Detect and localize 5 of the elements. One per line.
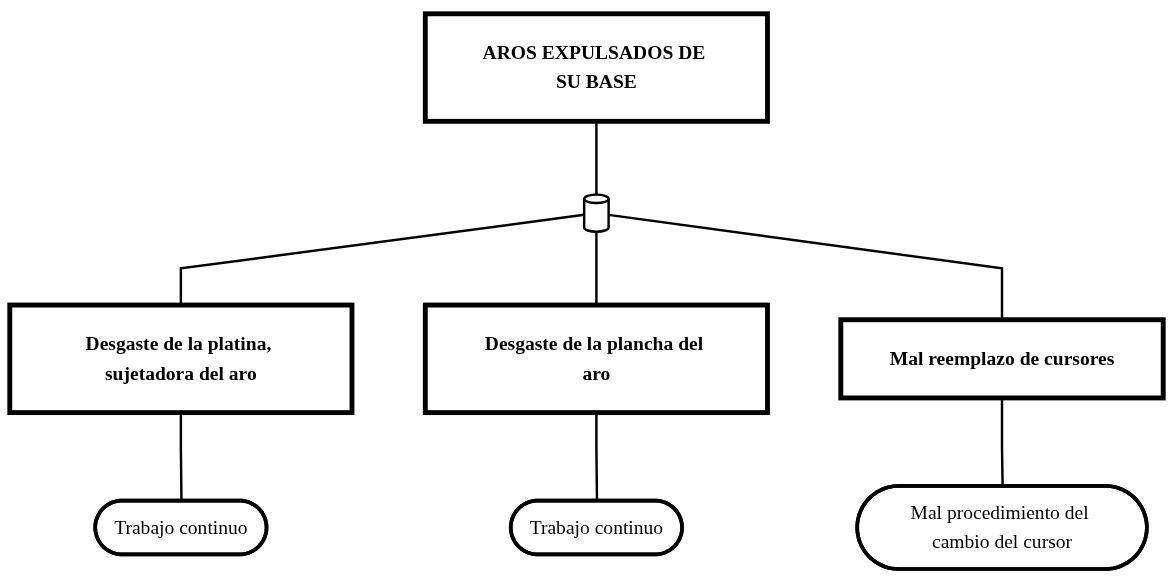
node-box: Desgaste de la plancha del aro (422, 302, 770, 415)
node-box: Desgaste de la platina, sujetadora del aro (7, 302, 355, 415)
node-box: AROS EXPULSADOS DE SU BASE (422, 10, 770, 124)
node-box: Mal reemplazo de cursores (838, 316, 1166, 400)
node-cylinder (582, 193, 610, 233)
